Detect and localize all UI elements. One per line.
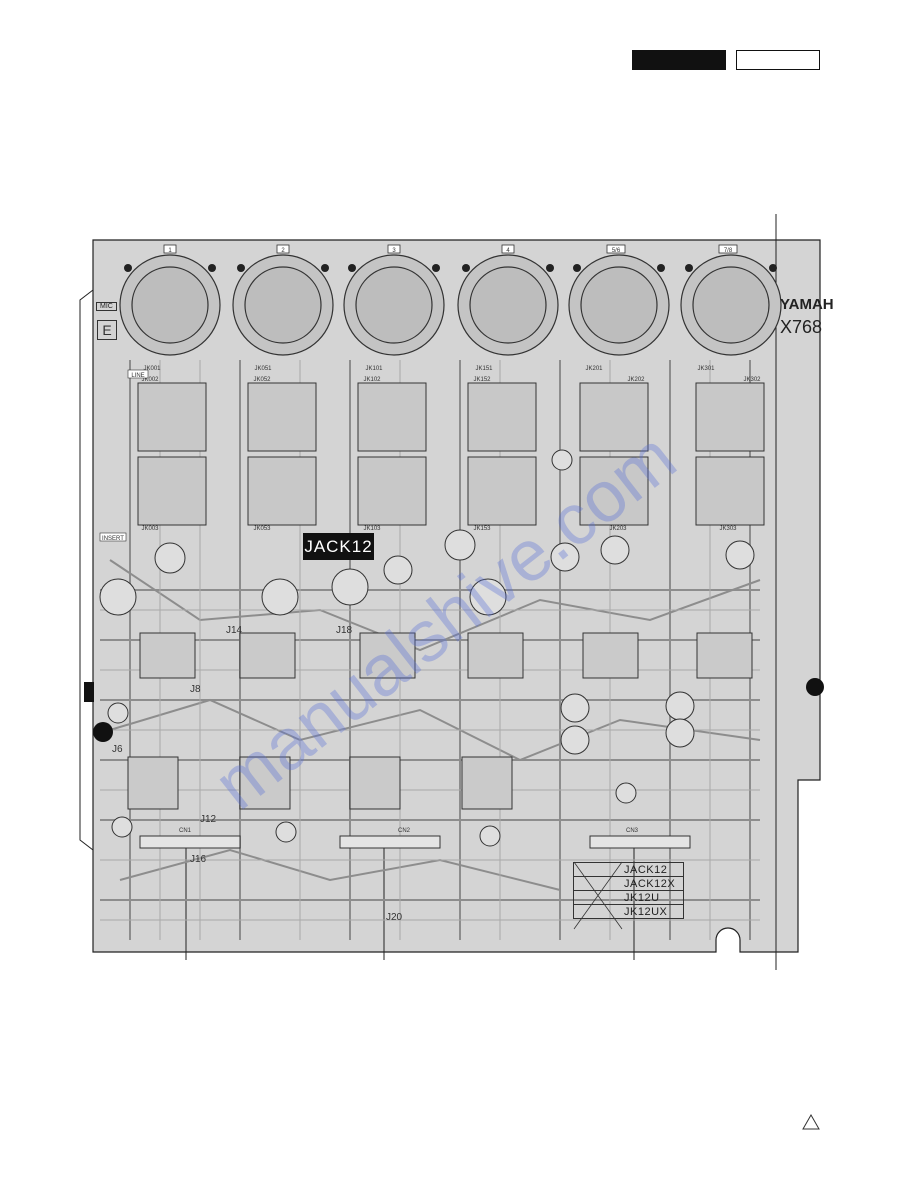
variant-cell: JACK12 bbox=[573, 862, 684, 877]
jack-id: JK052 bbox=[253, 377, 271, 383]
variant-cell: JACK12X bbox=[573, 876, 684, 891]
jack-id: JK151 bbox=[475, 366, 493, 372]
jack-id: JK303 bbox=[719, 526, 737, 532]
connector-label: CN1 bbox=[179, 828, 192, 834]
variant-cell: JK12U bbox=[573, 890, 684, 905]
jack-id: JK001 bbox=[143, 366, 161, 372]
jumper-label: J6 bbox=[112, 744, 123, 755]
connector-cn3 bbox=[589, 835, 691, 849]
jack-id: JK302 bbox=[743, 377, 761, 383]
jack-id: JK152 bbox=[473, 377, 491, 383]
jack-id: JK102 bbox=[363, 377, 381, 383]
jack-id: JK301 bbox=[697, 366, 715, 372]
line-label: LINE bbox=[131, 373, 144, 379]
model-silkscreen: X768 bbox=[780, 317, 823, 337]
variant-cell: JK12UX bbox=[573, 904, 684, 919]
jack-id: JK153 bbox=[473, 526, 491, 532]
phone-jack-blocks bbox=[137, 382, 765, 526]
channel-number: 4 bbox=[506, 248, 510, 254]
jack-id: JK053 bbox=[253, 526, 271, 532]
channel-number: 2 bbox=[281, 248, 285, 254]
jack-id: JK002 bbox=[141, 377, 159, 383]
connector-cn2 bbox=[339, 835, 441, 849]
jumper-label: J12 bbox=[200, 814, 217, 825]
jack-id: JK101 bbox=[365, 366, 383, 372]
channel-number: 5/6 bbox=[612, 248, 621, 254]
jumper-label: J18 bbox=[336, 625, 353, 636]
brand-silkscreen: YAMAH bbox=[780, 296, 834, 313]
channel-number: 1 bbox=[168, 248, 172, 254]
jack-id: JK202 bbox=[627, 377, 645, 383]
jack-id: JK003 bbox=[141, 526, 159, 532]
jumper-label: J8 bbox=[190, 684, 201, 695]
insert-label: INSERT bbox=[102, 536, 124, 542]
xlr-connector-row bbox=[119, 254, 782, 356]
capacitors bbox=[99, 449, 755, 847]
header-tab-white bbox=[736, 50, 820, 70]
channel-number: 3 bbox=[392, 248, 396, 254]
ic-chips bbox=[127, 632, 753, 810]
jack-id: JK203 bbox=[609, 526, 627, 532]
jumper-label: J14 bbox=[226, 625, 243, 636]
header-tab-black bbox=[632, 50, 726, 70]
jumper-label: J20 bbox=[386, 912, 403, 923]
board-name-badge: JACK12 bbox=[303, 533, 374, 560]
connector-cn1 bbox=[139, 835, 241, 849]
mic-label: MIC bbox=[96, 302, 117, 311]
connector-label: CN3 bbox=[626, 828, 639, 834]
e-label: E bbox=[97, 320, 117, 340]
variant-table: JACK12 JACK12X JK12U JK12UX bbox=[573, 862, 684, 919]
connector-label: CN2 bbox=[398, 828, 411, 834]
channel-number: 7/8 bbox=[724, 248, 733, 254]
jack-id: JK103 bbox=[363, 526, 381, 532]
jumper-label: J16 bbox=[190, 854, 207, 865]
jack-id: JK201 bbox=[585, 366, 603, 372]
warning-triangle-icon bbox=[802, 1114, 820, 1130]
jack-id: JK051 bbox=[254, 366, 272, 372]
trace-pattern bbox=[100, 360, 761, 940]
